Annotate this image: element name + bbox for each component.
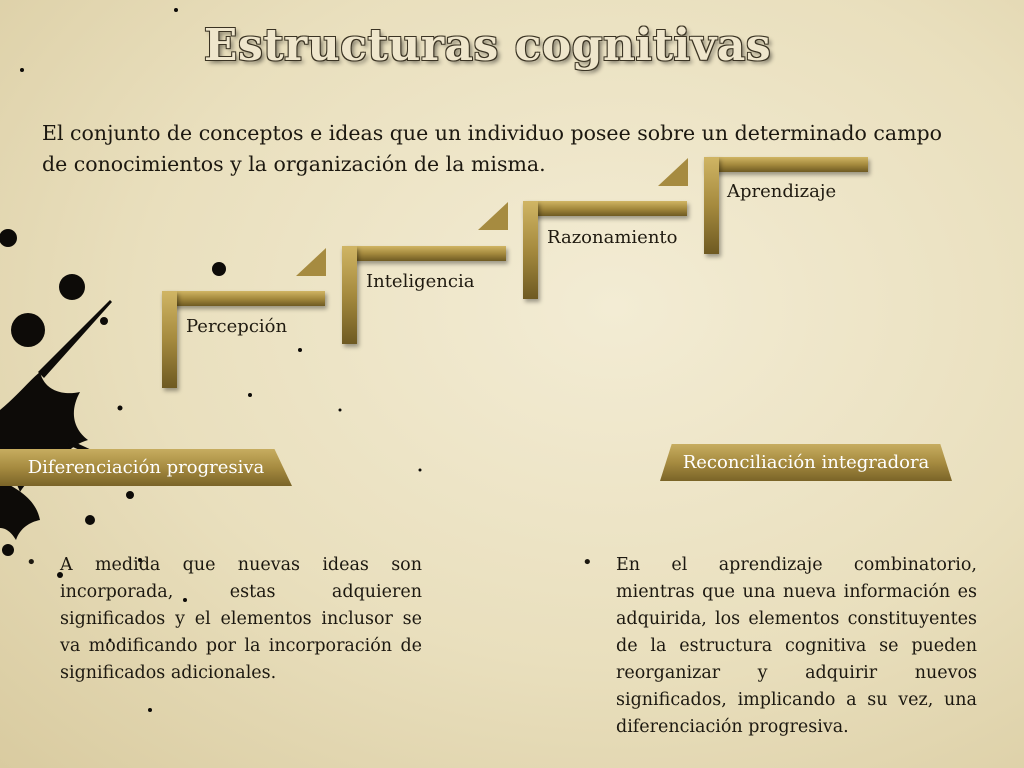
- banner-label: Diferenciación progresiva: [27, 457, 265, 478]
- step-corner-triangle: [658, 158, 688, 186]
- step-bar-vertical: [523, 201, 538, 299]
- right-bullet-text: En el aprendizaje combinatorio, mientras…: [616, 555, 977, 737]
- intro-paragraph: El conjunto de conceptos e ideas que un …: [42, 121, 942, 176]
- step-bar-horizontal: [342, 246, 506, 261]
- banner-diferenciacion-progresiva: Diferenciación progresiva: [0, 449, 292, 486]
- step-label-aprendizaje: Aprendizaje: [727, 181, 837, 202]
- step-label-inteligencia: Inteligencia: [366, 271, 475, 292]
- step-bar-vertical: [704, 157, 719, 254]
- step-corner-triangle: [478, 202, 508, 230]
- banner-label: Reconciliación integradora: [682, 452, 930, 473]
- step-bar-vertical: [162, 291, 177, 388]
- step-label-percepcion: Percepción: [186, 316, 288, 337]
- step-corner-triangle: [296, 248, 326, 276]
- step-label-razonamiento: Razonamiento: [547, 227, 678, 248]
- step-bar-horizontal: [162, 291, 325, 306]
- bullet-marker: •: [26, 552, 37, 573]
- bullet-marker: •: [582, 552, 593, 573]
- step-bar-horizontal: [704, 157, 868, 172]
- left-bullet-text: A medida que nuevas ideas son incorporad…: [60, 555, 422, 683]
- step-bar-horizontal: [523, 201, 687, 216]
- step-bar-vertical: [342, 246, 357, 344]
- slide-title: Estructuras cognitivas: [203, 20, 772, 71]
- banner-reconciliacion-integradora: Reconciliación integradora: [660, 444, 952, 481]
